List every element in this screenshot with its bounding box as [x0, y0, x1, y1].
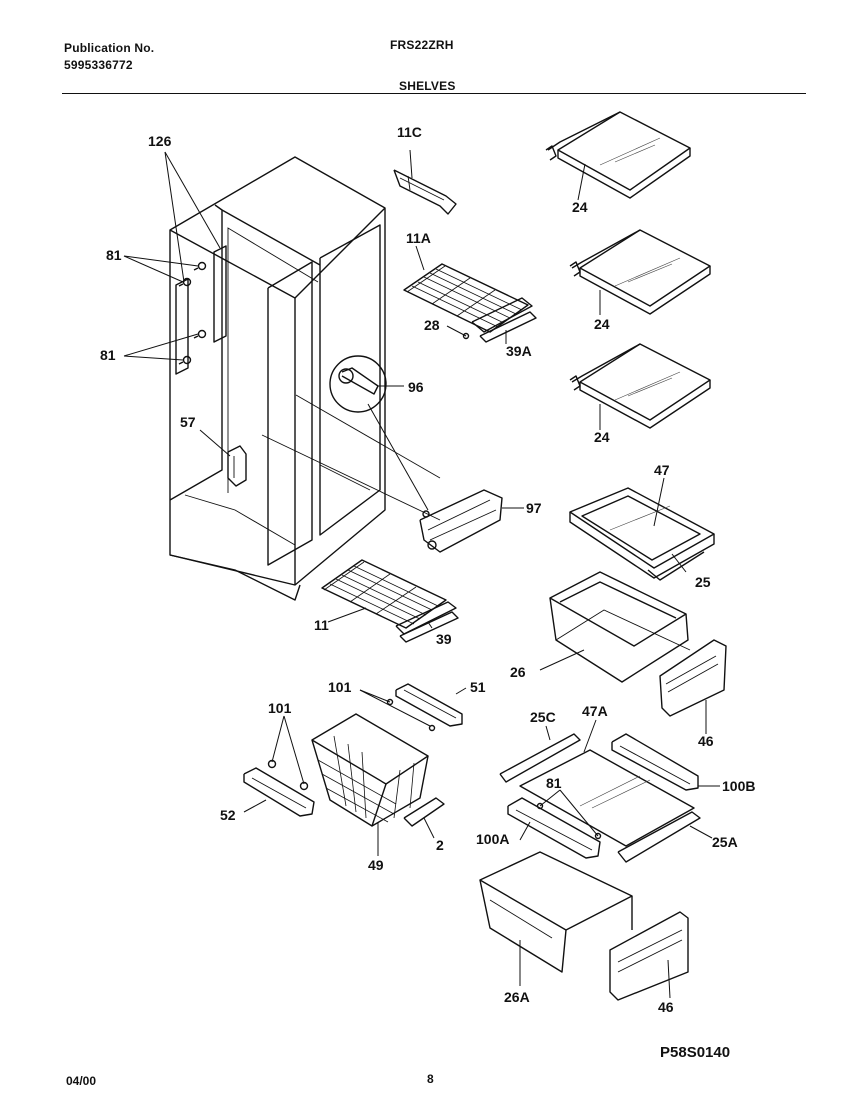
callout-46-lower: 46 [658, 999, 674, 1015]
page-number: 8 [427, 1072, 434, 1086]
rail-2 [403, 797, 445, 827]
callout-28: 28 [424, 317, 440, 333]
publication-number: 5995336772 [64, 58, 133, 72]
callout-126: 126 [148, 133, 172, 149]
publication-label: Publication No. [64, 41, 155, 55]
callout-2: 2 [436, 837, 444, 853]
callout-11a: 11A [406, 230, 431, 246]
callout-25: 25 [695, 574, 711, 590]
callout-81-drawer: 81 [546, 775, 562, 791]
callout-24-bottom: 24 [594, 429, 610, 445]
callout-101-upper: 101 [328, 679, 352, 695]
rail-51 [386, 683, 463, 732]
callout-46-upper: 46 [698, 733, 714, 749]
model-number: FRS22ZRH [390, 38, 454, 52]
publication-date: 04/00 [66, 1074, 97, 1088]
cabinet-drawing [169, 156, 441, 601]
bracket-52 [243, 759, 315, 817]
section-title: SHELVES [399, 79, 456, 93]
rail-100b [611, 733, 699, 791]
rail-25c [499, 733, 581, 783]
bracket-11c [393, 169, 457, 215]
callout-51: 51 [470, 679, 486, 695]
callout-47a: 47A [582, 703, 608, 719]
glass-shelf-24-top [545, 111, 691, 199]
leader-lines [123, 149, 720, 999]
callout-24-top: 24 [572, 199, 588, 215]
glass-cover-47a [519, 749, 695, 847]
rail-100a [507, 797, 601, 859]
wire-shelf-11 [321, 559, 459, 643]
diagram-code: P58S0140 [660, 1044, 731, 1061]
glass-shelf-24-middle [569, 229, 711, 315]
callout-101-lower: 101 [268, 700, 292, 716]
callout-96: 96 [408, 379, 424, 395]
callout-25a: 25A [712, 834, 738, 850]
callout-97: 97 [526, 500, 542, 516]
callout-11c: 11C [397, 124, 422, 140]
callout-49: 49 [368, 857, 384, 873]
callout-81-upper: 81 [106, 247, 122, 263]
callout-labels: 126 81 81 57 11C 11A 28 39A 96 97 24 24 … [100, 124, 755, 1015]
callout-25c: 25C [530, 709, 556, 725]
wire-shelf-11a [403, 263, 537, 343]
callout-39a: 39A [506, 343, 532, 359]
glass-shelf-24-bottom [569, 343, 711, 429]
crisper-drawer-26a [479, 851, 689, 1001]
callout-24-middle: 24 [594, 316, 610, 332]
cabinet-rails [175, 245, 247, 487]
callout-47: 47 [654, 462, 670, 478]
rail-25a [617, 811, 701, 863]
callout-100a: 100A [476, 831, 509, 847]
crisper-drawer-26 [549, 571, 727, 717]
crisper-cover-47 [569, 487, 715, 581]
callout-100b: 100B [722, 778, 755, 794]
wire-basket-49 [311, 713, 429, 827]
callout-39: 39 [436, 631, 452, 647]
callout-52: 52 [220, 807, 236, 823]
callout-11: 11 [314, 617, 329, 633]
callout-26: 26 [510, 664, 526, 680]
callout-57: 57 [180, 414, 196, 430]
callout-26a: 26A [504, 989, 530, 1005]
header-divider [62, 93, 806, 94]
callout-81-lower: 81 [100, 347, 116, 363]
